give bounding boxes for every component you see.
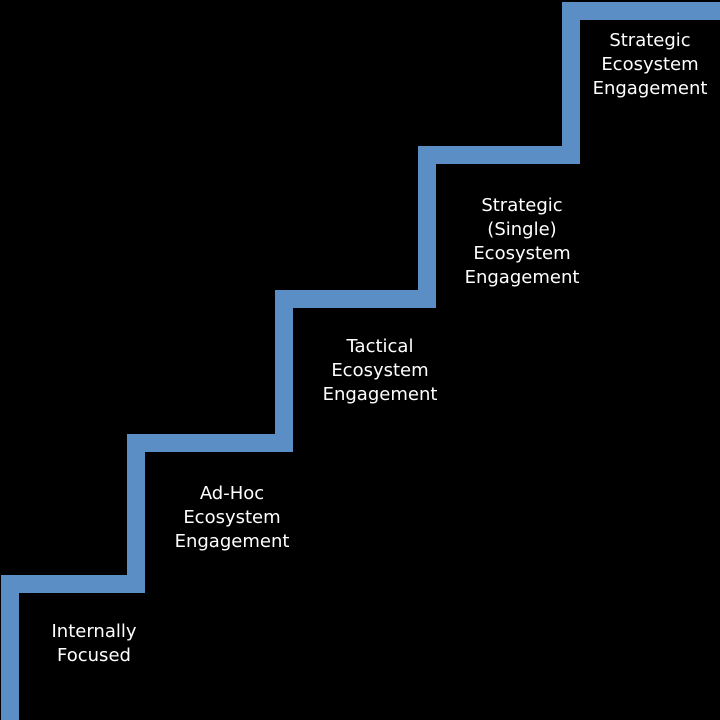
step-2-line-1: Ad-Hoc bbox=[199, 483, 265, 504]
step-3-line-2: Ecosystem bbox=[331, 360, 429, 381]
step-label-internally-focused: Internally Focused bbox=[51, 620, 136, 668]
step-label-ad-hoc: Ad-Hoc Ecosystem Engagement bbox=[175, 482, 290, 554]
step-label-strategic-single: Strategic (Single) Ecosystem Engagement bbox=[465, 194, 580, 290]
step-2-line-3: Engagement bbox=[174, 531, 290, 552]
step-4-line-3: Ecosystem bbox=[473, 243, 571, 264]
step-label-strategic: Strategic Ecosystem Engagement bbox=[593, 29, 708, 101]
step-2-line-2: Ecosystem bbox=[183, 507, 281, 528]
step-1-line-1: Internally bbox=[51, 621, 137, 642]
step-label-tactical: Tactical Ecosystem Engagement bbox=[323, 335, 438, 407]
step-5-line-3: Engagement bbox=[592, 78, 708, 99]
step-4-line-2: (Single) bbox=[487, 219, 557, 240]
step-5-line-2: Ecosystem bbox=[601, 54, 699, 75]
step-5-line-1: Strategic bbox=[609, 30, 691, 51]
step-3-line-3: Engagement bbox=[322, 384, 438, 405]
step-4-line-1: Strategic bbox=[481, 195, 563, 216]
step-3-line-1: Tactical bbox=[346, 336, 414, 357]
step-1-line-2: Focused bbox=[57, 645, 131, 666]
step-4-line-4: Engagement bbox=[464, 267, 580, 288]
